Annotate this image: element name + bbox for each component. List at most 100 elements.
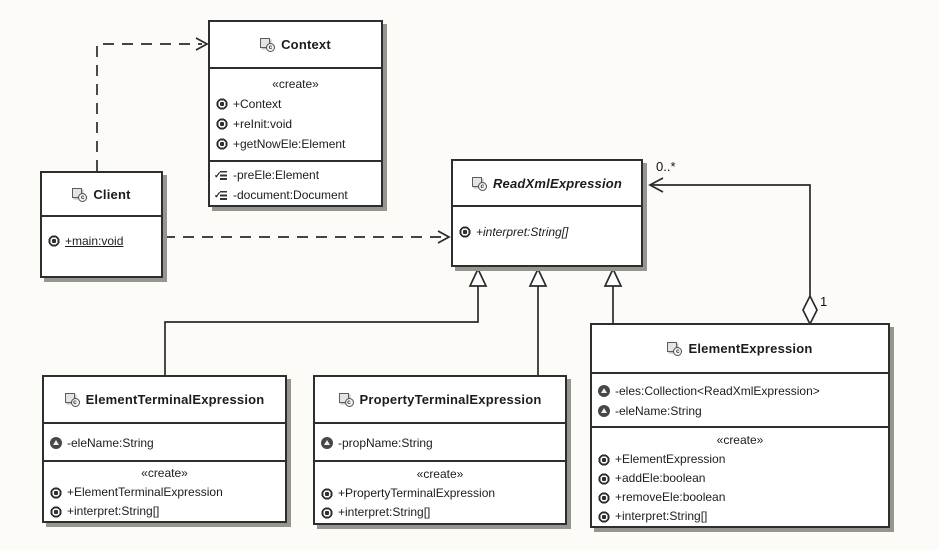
dependency-client-to-context xyxy=(96,37,209,171)
method-icon xyxy=(598,472,610,485)
class-icon xyxy=(72,187,88,202)
field-icon xyxy=(214,185,228,205)
aggregation-diamond-icon xyxy=(802,294,818,326)
field-row: -preEle:Element xyxy=(210,165,381,185)
attribute-icon xyxy=(50,437,62,449)
class-name: PropertyTerminalExpression xyxy=(359,392,542,407)
class-box-element-terminal-expression: ElementTerminalExpression -eleName:Strin… xyxy=(42,375,287,523)
attributes-compartment: -eleName:String xyxy=(44,422,285,460)
triangle-arrowhead-icon xyxy=(603,267,623,287)
method-icon xyxy=(459,226,471,238)
field-icon xyxy=(214,165,228,185)
method-label: +interpret:String[] xyxy=(67,504,160,518)
method-row: +interpret:String[] xyxy=(592,507,888,526)
class-box-readxmlexpression: ReadXmlExpression +interpret:String[] xyxy=(451,159,643,267)
method-label: +main:void xyxy=(65,234,124,248)
generalization-element-terminal xyxy=(164,267,488,377)
class-box-property-terminal-expression: PropertyTerminalExpression -propName:Str… xyxy=(313,375,567,525)
open-arrowhead-icon xyxy=(437,230,451,244)
class-icon xyxy=(667,342,683,356)
class-icon xyxy=(64,393,80,407)
class-box-client: Client +main:void xyxy=(40,171,163,278)
methods-compartment: +interpret:String[] xyxy=(453,205,641,265)
method-row: +reInit:void xyxy=(210,114,381,134)
attributes-compartment: -eles:Collection<ReadXmlExpression> -ele… xyxy=(592,372,888,426)
attribute-icon xyxy=(321,437,333,449)
method-row: +main:void xyxy=(42,231,161,251)
class-name: ElementExpression xyxy=(688,341,813,356)
generalization-property-terminal xyxy=(528,267,548,377)
attribute-label: -eleName:String xyxy=(615,404,702,418)
method-label: +interpret:String[] xyxy=(338,505,431,519)
attribute-row: -eles:Collection<ReadXmlExpression> xyxy=(592,381,888,401)
attribute-label: -propName:String xyxy=(338,436,433,450)
methods-compartment: «create» +ElementTerminalExpression +int… xyxy=(44,460,285,521)
method-icon xyxy=(321,506,333,519)
class-title: PropertyTerminalExpression xyxy=(315,377,565,422)
method-icon xyxy=(598,510,610,523)
class-name: ElementTerminalExpression xyxy=(85,392,265,407)
class-box-element-expression: ElementExpression -eles:Collection<ReadX… xyxy=(590,323,890,528)
method-icon xyxy=(48,235,60,247)
attribute-label: -eleName:String xyxy=(67,436,154,450)
class-name: Context xyxy=(281,37,331,52)
class-box-context: Context «create» +Context +reInit:void +… xyxy=(208,20,383,207)
dependency-client-to-readxml xyxy=(164,230,451,244)
methods-compartment: +main:void xyxy=(42,215,161,276)
class-name: Client xyxy=(93,186,131,202)
class-title: ElementTerminalExpression xyxy=(44,377,285,422)
method-row: +removeEle:boolean xyxy=(592,488,888,507)
multiplicity-source: 1 xyxy=(820,294,827,309)
generalization-element-expression xyxy=(603,267,623,325)
attribute-row: -eleName:String xyxy=(592,401,888,421)
class-icon xyxy=(338,393,354,407)
method-row: +addEle:boolean xyxy=(592,469,888,488)
fields-compartment: -preEle:Element -document:Document xyxy=(210,160,381,205)
stereotype-label: «create» xyxy=(141,466,188,480)
attributes-compartment: -propName:String xyxy=(315,422,565,460)
method-label: +getNowEle:Element xyxy=(233,137,346,151)
class-title: ReadXmlExpression xyxy=(453,161,641,205)
method-row: +interpret:String[] xyxy=(453,222,641,242)
stereotype-label: «create» xyxy=(272,77,319,91)
attribute-icon xyxy=(598,405,610,417)
method-icon xyxy=(216,118,228,130)
class-name: ReadXmlExpression xyxy=(492,175,623,191)
methods-compartment: «create» +ElementExpression +addEle:bool… xyxy=(592,426,888,526)
aggregation-element-expression-readxml: 0..* 1 xyxy=(648,159,827,326)
class-title: Context xyxy=(210,22,381,67)
method-row: +getNowEle:Element xyxy=(210,134,381,154)
method-icon xyxy=(216,138,228,150)
field-row: -document:Document xyxy=(210,185,381,205)
method-icon xyxy=(216,98,228,110)
methods-compartment: «create» +PropertyTerminalExpression +in… xyxy=(315,460,565,523)
method-row: +Context xyxy=(210,94,381,114)
method-row: +ElementExpression xyxy=(592,450,888,469)
method-icon xyxy=(50,486,62,499)
method-label: +interpret:String[] xyxy=(476,225,569,239)
method-row: +ElementTerminalExpression xyxy=(44,483,285,502)
method-label: +ElementExpression xyxy=(615,452,726,466)
class-icon xyxy=(471,176,487,191)
method-icon xyxy=(598,453,610,466)
method-label: +reInit:void xyxy=(233,117,293,131)
triangle-arrowhead-icon xyxy=(468,267,488,287)
method-label: +removeEle:boolean xyxy=(615,490,726,504)
method-icon xyxy=(321,487,333,500)
methods-compartment: «create» +Context +reInit:void +getNowEl… xyxy=(210,67,381,160)
method-label: +interpret:String[] xyxy=(615,509,708,523)
triangle-arrowhead-icon xyxy=(528,267,548,287)
multiplicity-target: 0..* xyxy=(656,159,676,174)
method-icon xyxy=(50,505,62,518)
field-label: -preEle:Element xyxy=(233,168,320,182)
field-label: -document:Document xyxy=(233,188,348,202)
method-row: +interpret:String[] xyxy=(44,502,285,521)
method-label: +ElementTerminalExpression xyxy=(67,485,223,499)
attribute-label: -eles:Collection<ReadXmlExpression> xyxy=(615,384,820,398)
class-title: Client xyxy=(42,173,161,215)
attribute-icon xyxy=(598,385,610,397)
method-row: +interpret:String[] xyxy=(315,503,565,522)
method-row: +PropertyTerminalExpression xyxy=(315,484,565,503)
